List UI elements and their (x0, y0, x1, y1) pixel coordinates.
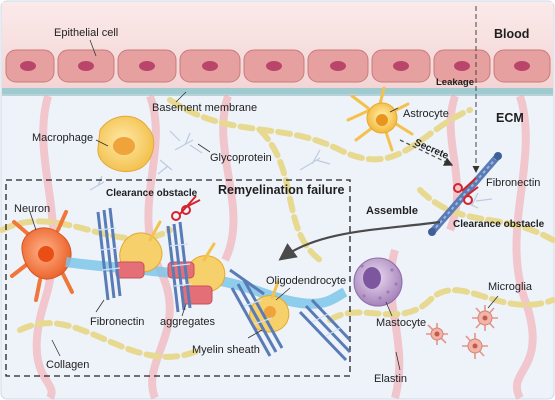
scissors-icon-left (171, 195, 201, 221)
glycoprotein-label: Glycoprotein (210, 152, 272, 164)
elastin-label: Elastin (374, 373, 408, 385)
epithelial-cell-row (5, 49, 551, 83)
myelin-sheath-label: Myelin sheath (192, 344, 260, 356)
neuron-cell (10, 210, 74, 302)
mastocyte-cell (353, 257, 403, 307)
basement-membrane-label: Basement membrane (152, 102, 258, 114)
oligodendrocyte-label: Oligodendrocyte (266, 275, 347, 287)
mastocyte-label: Mastocyte (376, 317, 427, 329)
remyelination-failure-title: Remyelination failure (218, 183, 345, 197)
epithelial-cell-label: Epithelial cell (54, 27, 119, 39)
microglia-cells (426, 305, 498, 359)
secrete-arrow (399, 139, 454, 166)
aggregates-label: aggregates (160, 316, 216, 328)
assemble-label: Assemble (366, 205, 418, 217)
macrophage-cell (97, 115, 155, 172)
astrocyte-label: Astrocyte (403, 108, 449, 120)
blood-label: Blood (494, 27, 530, 41)
ecm-label: ECM (496, 111, 524, 125)
glycoprotein (89, 130, 493, 209)
fibronectin-aggregates (96, 207, 352, 362)
leakage-label: Leakage (436, 77, 475, 88)
fibronectin-right (428, 152, 502, 236)
macrophage-label: Macrophage (32, 132, 94, 144)
leader-lines (29, 39, 499, 371)
remyelination-failure-box (5, 179, 351, 377)
fibronectin-right-label: Fibronectin (486, 177, 541, 189)
clearance-obstacle-left-label: Clearance obstacle (106, 188, 198, 199)
basement-membrane (2, 88, 553, 94)
assemble-arrow (278, 220, 441, 261)
collagen-fibers (0, 97, 555, 360)
microglia-label: Microglia (488, 281, 533, 293)
clearance-obstacle-right-label: Clearance obstacle (453, 219, 545, 230)
astrocyte-cell (346, 86, 414, 152)
collagen-label: Collagen (46, 359, 90, 371)
fibronectin-crosslinks (97, 227, 341, 337)
scissors-icon-right (453, 177, 479, 205)
fibronectin-left-label: Fibronectin (90, 316, 145, 328)
neuron-label: Neuron (14, 203, 51, 215)
